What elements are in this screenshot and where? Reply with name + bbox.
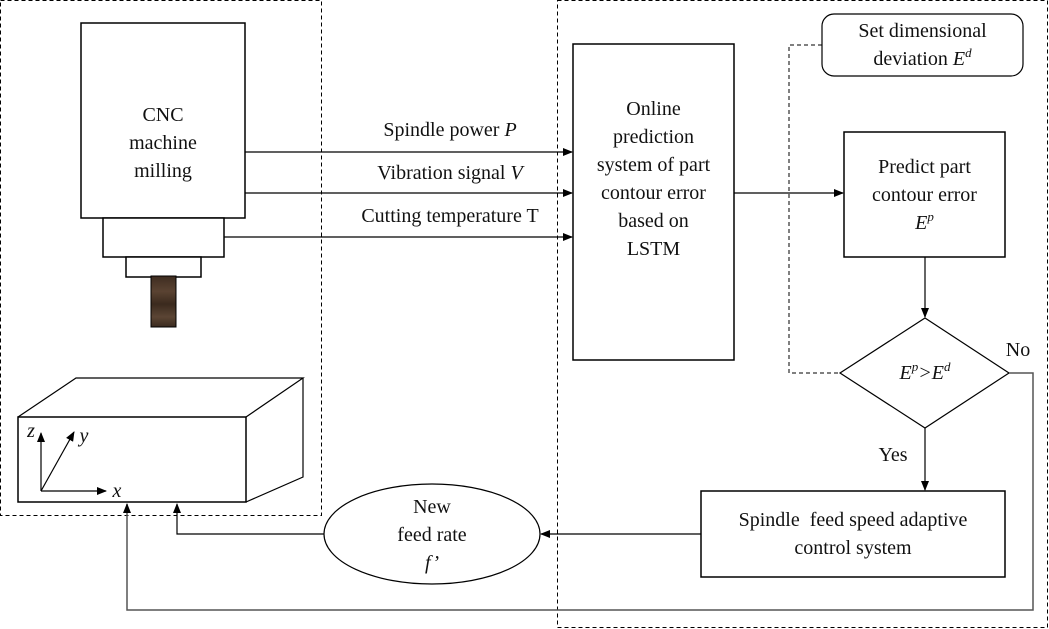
- set-deviation-line1: Set dimensional: [858, 20, 987, 42]
- adaptive-control-label: Spindle feed speed adaptive control syst…: [701, 491, 1005, 577]
- arrow-feed-to-workpiece: [173, 503, 324, 535]
- feed-rate-line: feed rate: [397, 524, 467, 546]
- axis-label-z: z: [27, 420, 35, 442]
- machine-group-boundary: [0, 0, 322, 516]
- signal-label-spindle-power: Spindle power P: [383, 119, 517, 141]
- coordinate-axes: [37, 431, 107, 495]
- signal-label-vibration: Vibration signal V: [377, 162, 523, 184]
- workpiece: [17, 377, 305, 503]
- adaptive-control-box: [700, 490, 1006, 578]
- cnc-line: milling: [134, 160, 192, 182]
- predict-error-label: Predict part contour error Ep: [844, 132, 1005, 257]
- axis-label-y: y: [79, 425, 89, 447]
- yes-label: Yes: [878, 444, 908, 466]
- axis-label-x: x: [112, 480, 122, 502]
- deviation-reference-line: [788, 44, 840, 374]
- feed-rate-label: New feed rate f’: [324, 490, 540, 580]
- no-label: No: [1005, 339, 1031, 361]
- cnc-machine-label: CNC machine milling: [81, 23, 245, 263]
- predict-line: Predict part: [878, 155, 971, 178]
- prediction-system-box: [572, 43, 735, 361]
- feed-rate-line: New: [413, 496, 451, 518]
- cnc-machine-body: [80, 22, 246, 219]
- set-deviation-line2: deviation Ed: [873, 45, 972, 70]
- prediction-line: prediction: [612, 126, 695, 148]
- predict-line: contour error: [872, 183, 977, 206]
- prediction-line: system of part: [596, 154, 711, 176]
- control-group-boundary: [557, 0, 1048, 628]
- feed-rate-symbol: f’: [424, 552, 440, 574]
- cnc-line: CNC: [142, 104, 184, 126]
- prediction-system-label: Online prediction system of part contour…: [573, 44, 734, 314]
- prediction-line: based on: [618, 210, 689, 232]
- adaptive-line: control system: [794, 537, 912, 559]
- adaptive-line: Spindle feed speed adaptive: [738, 509, 968, 531]
- predict-symbol: Ep: [915, 208, 934, 234]
- prediction-line: LSTM: [626, 238, 681, 260]
- decision-label: Ep>Ed: [899, 359, 951, 384]
- no-feedback-line: [123, 372, 1034, 611]
- prediction-line: Online: [626, 98, 681, 120]
- set-deviation-label: Set dimensional deviation Ed: [822, 14, 1023, 76]
- cutting-tool: [150, 275, 177, 328]
- signal-label-temperature: Cutting temperature T: [361, 205, 539, 227]
- prediction-line: contour error: [601, 182, 706, 204]
- cnc-line: machine: [129, 132, 197, 154]
- predict-error-box: [843, 131, 1006, 258]
